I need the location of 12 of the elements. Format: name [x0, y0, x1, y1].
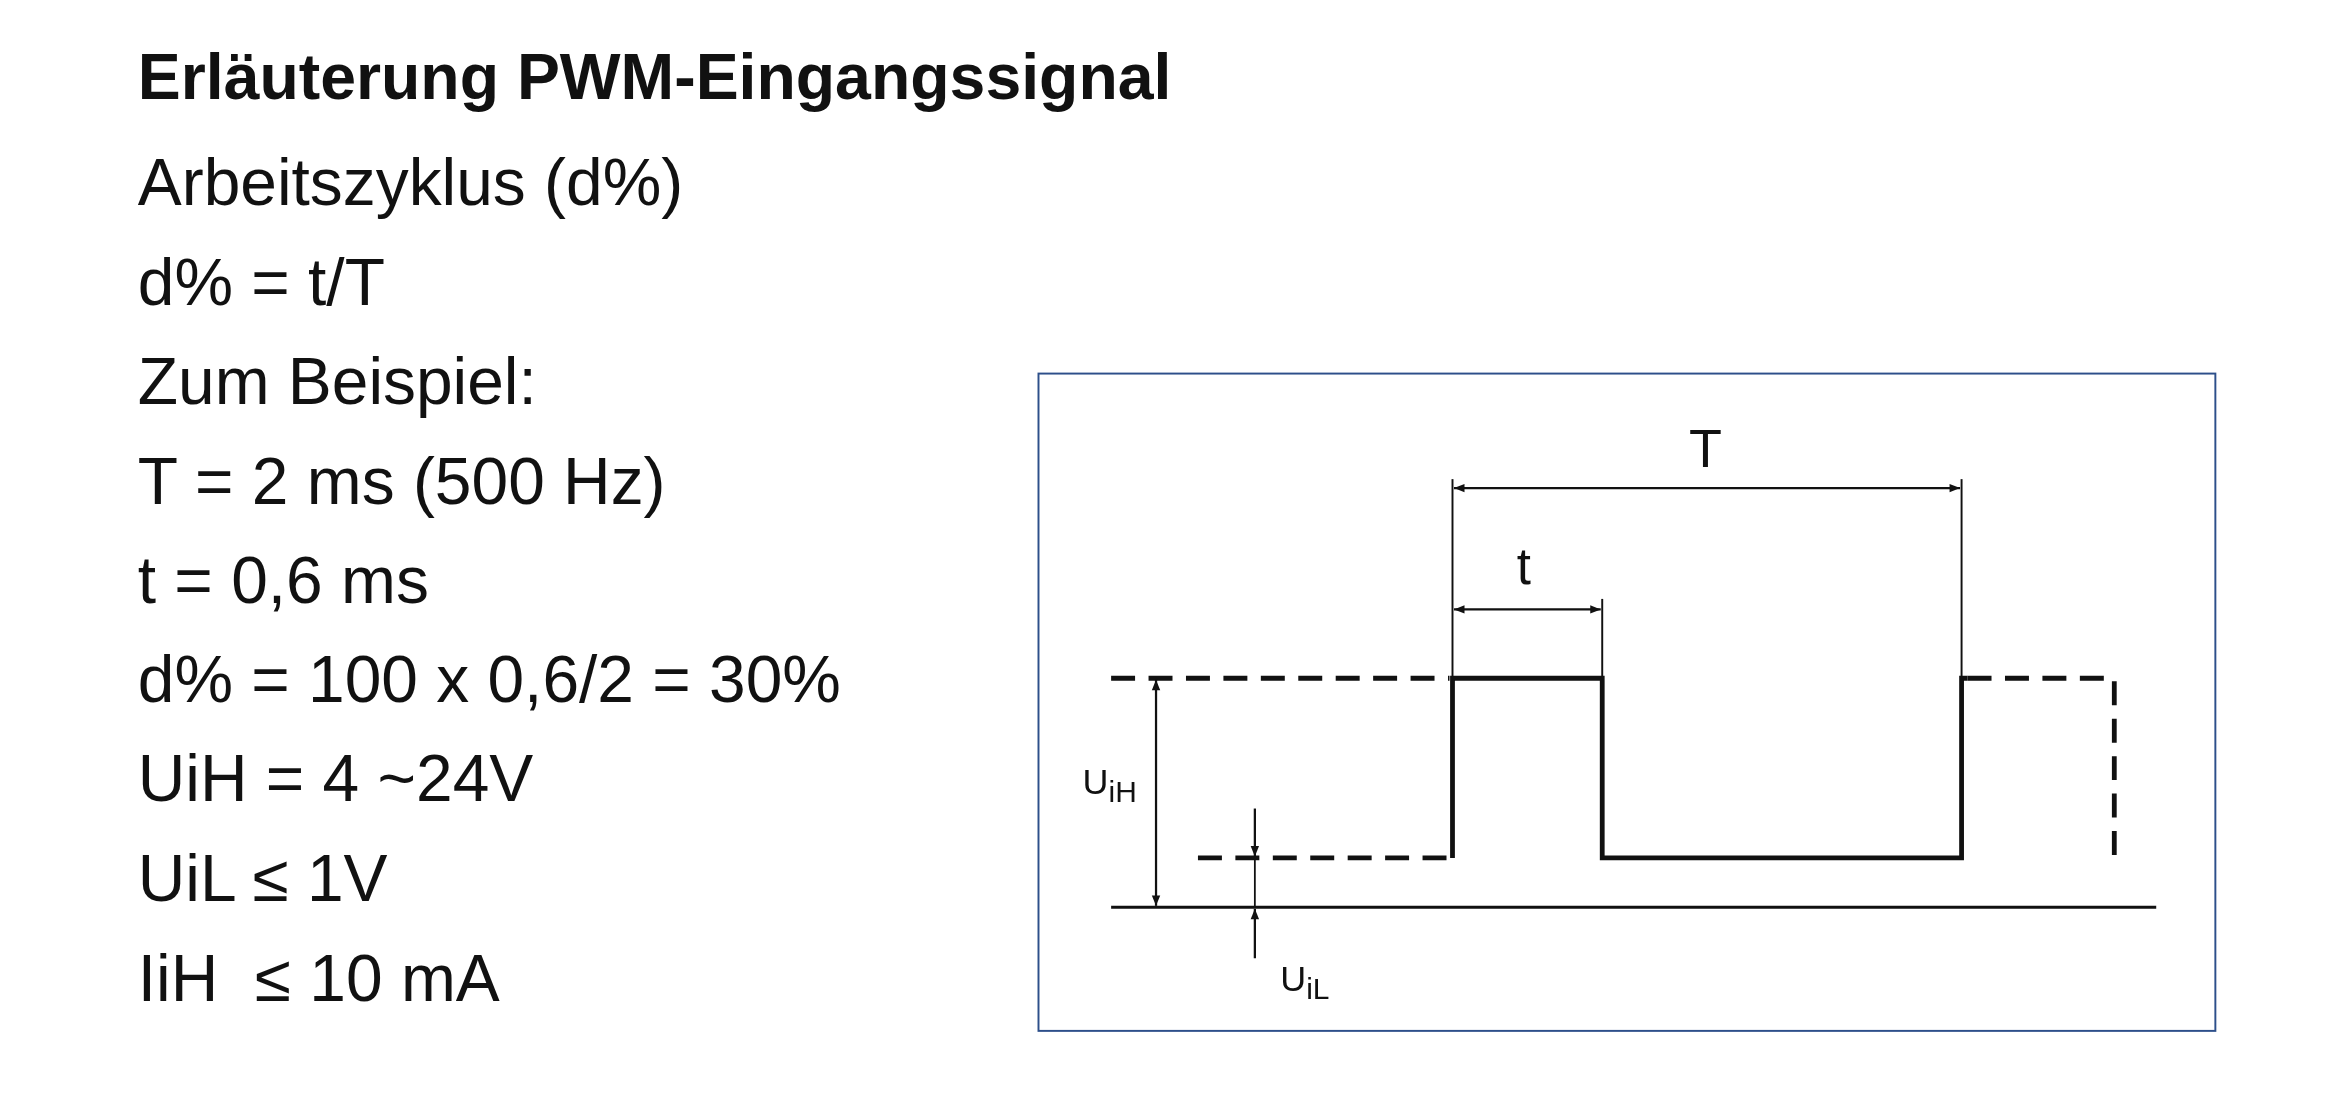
spec-line: UiH = 4 ~24V	[137, 745, 534, 812]
spec-line: t = 0,6 ms	[137, 548, 429, 614]
title-heading: Erläuterung PWM-Eingangssignal	[137, 44, 1172, 110]
dimension-label: t	[1516, 542, 1531, 593]
dimension-label: U$_{iL}$	[1280, 961, 1330, 1005]
spec-line: T = 2 ms (500 Hz)	[137, 449, 666, 516]
spec-line: d% = 100 x 0,6/2 = 30%	[137, 646, 841, 713]
spec-line: IiH ≤ 10 mA	[137, 946, 500, 1013]
dimension-label: U$_{iH}$	[1082, 763, 1137, 807]
spec-line: d% = t/T	[137, 250, 385, 316]
dimension-label: T	[1689, 422, 1722, 477]
spec-line: UiL ≤ 1V	[137, 846, 388, 912]
